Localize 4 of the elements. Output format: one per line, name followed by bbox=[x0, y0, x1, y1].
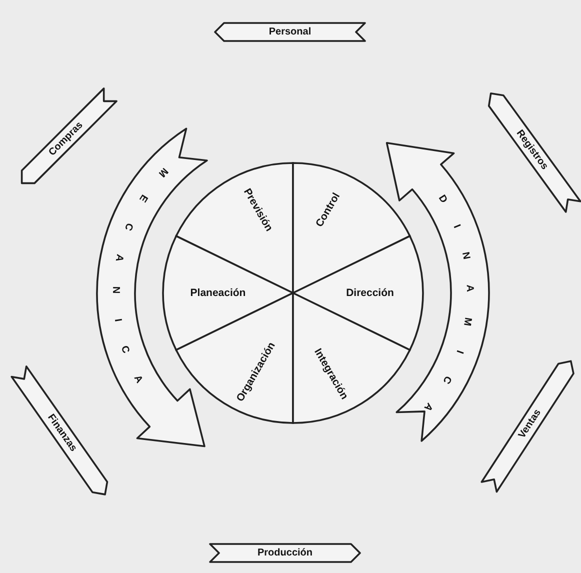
segment-label: Dirección bbox=[346, 287, 394, 299]
banner-label: Personal bbox=[268, 26, 312, 38]
segment-label: Planeación bbox=[190, 287, 246, 299]
banner-label: Producción bbox=[258, 548, 312, 558]
